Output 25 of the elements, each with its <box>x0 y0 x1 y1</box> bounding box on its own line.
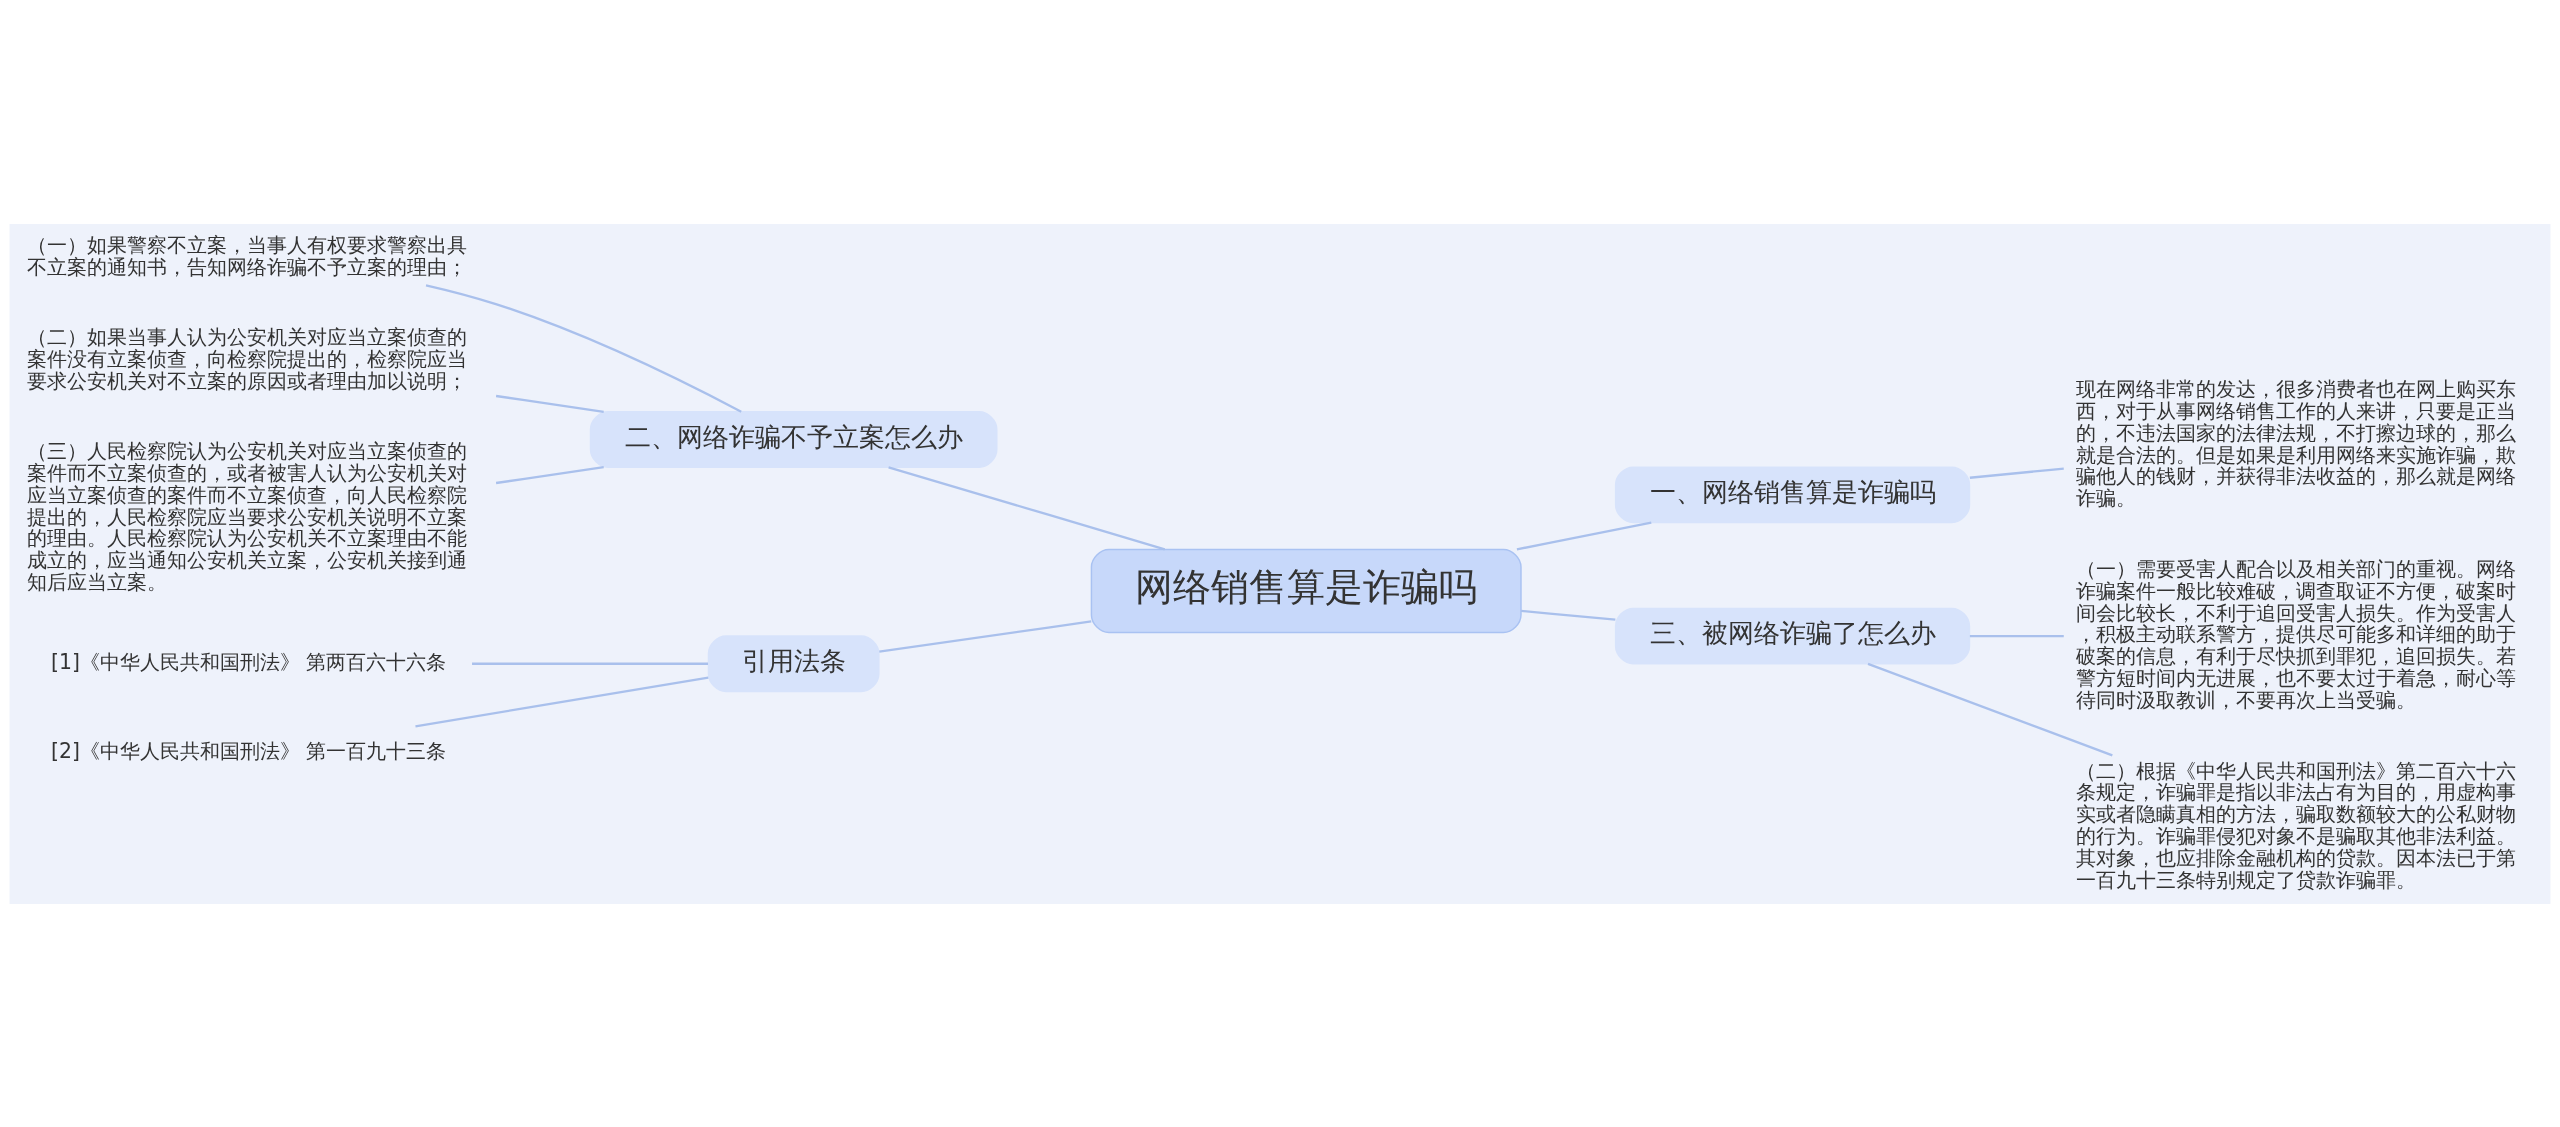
node-text: （三）人民检察院认为公安机关对应当立案侦查的案件而不立案侦查的，或者被害人认为公安机关对应当立案侦查的案件而不立案侦查，向人民检察院提出的，人民检察院应当要求公安机关说明不立案的理由。人民检察院认为公安机关不立案理由不能成立的，应当通知公安机关立案，公安机关接到通知后应当立案。 <box>27 438 468 594</box>
connector <box>495 465 604 484</box>
node-text: [2]《中华人民共和国刑法》 第一百九十三条 <box>51 738 447 763</box>
connector <box>472 662 709 665</box>
connector <box>425 283 742 413</box>
node-text: （一）需要受害人配合以及相关部门的重视。网络诈骗案件一般比较难破，调查取证不方便，破案时间会比较长，不利于追回受害人损失。作为受害人，积极主动联系警方，提供尽可能多和详细的助于破案的信息，有利于尽快抓到罪犯，追回损失。若警方短时间内无进展，也不要太过于着急，耐心等待同时汲取教训，不要再次上当受骗。 <box>2075 556 2516 712</box>
node-text: 现在网络非常的发达，很多消费者也在网上购买东西，对于从事网络销售工作的人来讲，只要是正当的，不违法国家的法律法规，不打擦边球的，那么就是合法的。但是如果是利用网络来实施诈骗，欺骗他人的钱财，并获得非法收益的，那么就是网络诈骗。 <box>2075 376 2516 510</box>
node-box: 一、网络销售算是诈骗吗 <box>1614 465 1971 523</box>
connector <box>495 394 604 413</box>
node-text: （二）如果当事人认为公安机关对应当立案侦查的案件没有立案侦查，向检察院提出的，检察院应当要求公安机关对不立案的原因或者理由加以说明； <box>27 324 468 393</box>
connector <box>1521 609 1616 621</box>
node-box: 网络销售算是诈骗吗 <box>1090 548 1522 633</box>
node-text: （二）根据《中华人民共和国刑法》第二百六十六条规定，诈骗罪是指以非法占有为目的，用虚构事实或者隐瞒真相的方法，骗取数额较大的公私财物的行为。诈骗罪侵犯对象不是骗取其他非法利益。其对象，也应排除金融机构的贷款。因本法已于第一百九十三条特别规定了贷款诈骗罪。 <box>2075 758 2516 892</box>
connector <box>1969 466 2064 479</box>
connector <box>888 465 1166 550</box>
node-box: 三、被网络诈骗了怎么办 <box>1614 607 1971 664</box>
node-text: （一）如果警察不立案，当事人有权要求警察出具不立案的通知书，告知网络诈骗不予立案的理由； <box>27 232 468 279</box>
node-text: [1]《中华人民共和国刑法》 第两百六十六条 <box>51 649 447 674</box>
connector <box>879 619 1092 653</box>
node-box: 二、网络诈骗不予立案怎么办 <box>589 410 998 468</box>
connector <box>1516 521 1652 550</box>
connector <box>1969 634 2064 637</box>
connector <box>415 676 709 727</box>
connector <box>1867 662 2113 756</box>
node-box: 引用法条 <box>707 634 880 692</box>
